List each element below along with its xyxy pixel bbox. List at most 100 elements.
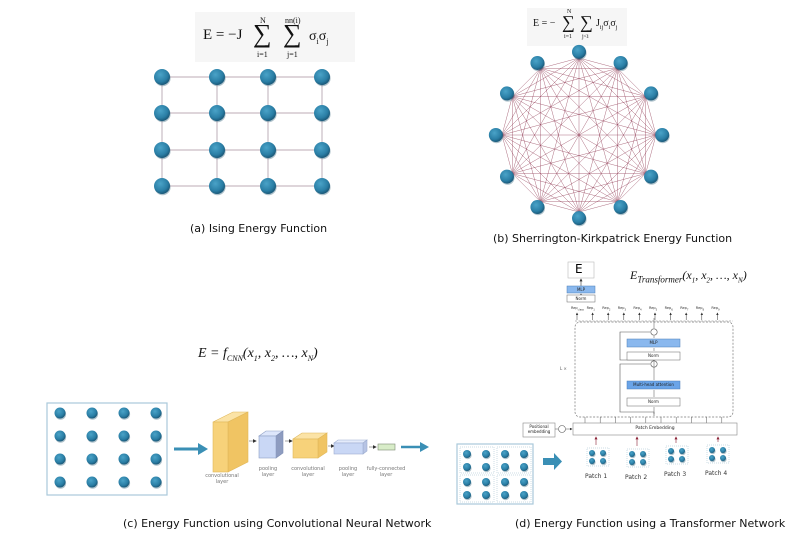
transformer-diagram [456, 261, 738, 505]
ising-node [260, 69, 276, 85]
positional-embedding-box [522, 422, 556, 438]
input-patch-outline-4 [496, 474, 532, 503]
sk-node [655, 128, 670, 142]
transformer-input-node [520, 463, 528, 471]
input-patch-outline-3 [459, 474, 495, 503]
sk-edge [512, 96, 580, 213]
patch-embedding-label: Patch Embedding [635, 426, 675, 431]
cnn-input-node [118, 407, 130, 419]
patch-node [720, 455, 726, 461]
positional-add-circle [558, 425, 566, 433]
sk-sum1-sigma: ∑ [562, 12, 575, 32]
rep-label: Rep9 [711, 306, 720, 312]
ising-sum1-bottom: i=1 [257, 50, 268, 59]
head-mlp-label: MLP [576, 287, 586, 292]
ising-term: σiσj [309, 29, 329, 46]
sk-node [499, 86, 514, 101]
sk-edge [645, 96, 657, 136]
block-attention-box [626, 380, 681, 390]
transformer-input-node [463, 450, 471, 458]
caption-a: (a) Ising Energy Function [190, 222, 328, 235]
sk-edge [540, 57, 580, 202]
transformer-input-node [482, 478, 490, 486]
cnn-input-node [54, 430, 66, 442]
ising-node [209, 142, 225, 158]
ising-nodes [154, 69, 331, 196]
sk-edges [501, 57, 657, 213]
transformer-input-node [501, 478, 509, 486]
patch-embedding-box [572, 422, 738, 436]
head-norm-box [566, 294, 596, 303]
patchify-arrow-icon [543, 453, 562, 470]
conv-layer-2 [292, 432, 328, 459]
patch-node [600, 458, 606, 464]
sk-edge [540, 68, 580, 213]
cnn-input-node [54, 453, 66, 465]
sk-edge [512, 96, 541, 202]
block-norm1-label: Norm [648, 353, 659, 358]
ising-node [209, 105, 225, 121]
sk-edge [645, 134, 657, 174]
ising-lattice [154, 12, 355, 196]
output-e-box [567, 261, 595, 279]
block-attention-label: Multi-head attention [633, 382, 674, 387]
sk-edge [617, 68, 646, 97]
repeat-label: L × [560, 366, 567, 371]
transformer-input-node [482, 463, 490, 471]
sk-edge [512, 96, 657, 136]
sk-edge [512, 173, 580, 213]
block-mlp-label: MLP [649, 340, 658, 345]
sk-edge [578, 57, 618, 69]
sk-node [530, 200, 545, 215]
cnn-input-node [86, 407, 98, 419]
sk-formula-background [527, 8, 627, 46]
patch-outline [706, 444, 730, 464]
cnn-input-node [86, 430, 98, 442]
fully-connected-layer [377, 443, 396, 451]
head-mlp-box [566, 285, 596, 294]
caption-b: (b) Sherrington-Kirkpatrick Energy Funct… [493, 232, 733, 245]
cnn-input-node [150, 430, 162, 442]
patch-node [668, 448, 674, 454]
cnn-diagram [46, 402, 429, 496]
sk-sum1-bottom: i=1 [564, 34, 573, 40]
transformer-input-node [520, 478, 528, 486]
ising-edges [161, 76, 323, 187]
ising-node [314, 142, 330, 158]
ising-node [209, 178, 225, 194]
sk-edge [512, 68, 541, 174]
sk-edge [540, 68, 657, 136]
cnn-input-node [86, 476, 98, 488]
rep-label: Rep1 [586, 306, 595, 312]
sk-node [530, 55, 545, 70]
patches [586, 436, 730, 468]
sk-node [499, 169, 514, 184]
patch-node [709, 455, 715, 461]
rep-label: Rep3 [617, 306, 627, 312]
cnn-input-node [150, 407, 162, 419]
cnn-input-nodes [54, 407, 163, 489]
rep-label: Rep2 [602, 306, 611, 312]
sk-sum2-bottom: j<i [582, 34, 589, 40]
pool-layer-2 [333, 439, 368, 455]
cnn-input-arrow-icon [174, 443, 208, 455]
transformer-input-node [482, 491, 490, 499]
rep-label: Rep7 [680, 306, 689, 312]
transformer-input-node [501, 463, 509, 471]
ising-sum2-bottom: j=1 [287, 50, 298, 59]
ising-node [260, 142, 276, 158]
patch-node [720, 447, 726, 453]
transformer-input-node [463, 463, 471, 471]
transformer-input-node [463, 491, 471, 499]
patch-node [629, 459, 635, 465]
residual-path-1 [619, 363, 655, 416]
sk-edge [540, 57, 580, 69]
ising-node [154, 69, 170, 85]
rep-label: Rep6 [664, 306, 673, 312]
sk-node [488, 128, 503, 142]
cnn-input-node [54, 407, 66, 419]
sk-edge [540, 96, 646, 202]
